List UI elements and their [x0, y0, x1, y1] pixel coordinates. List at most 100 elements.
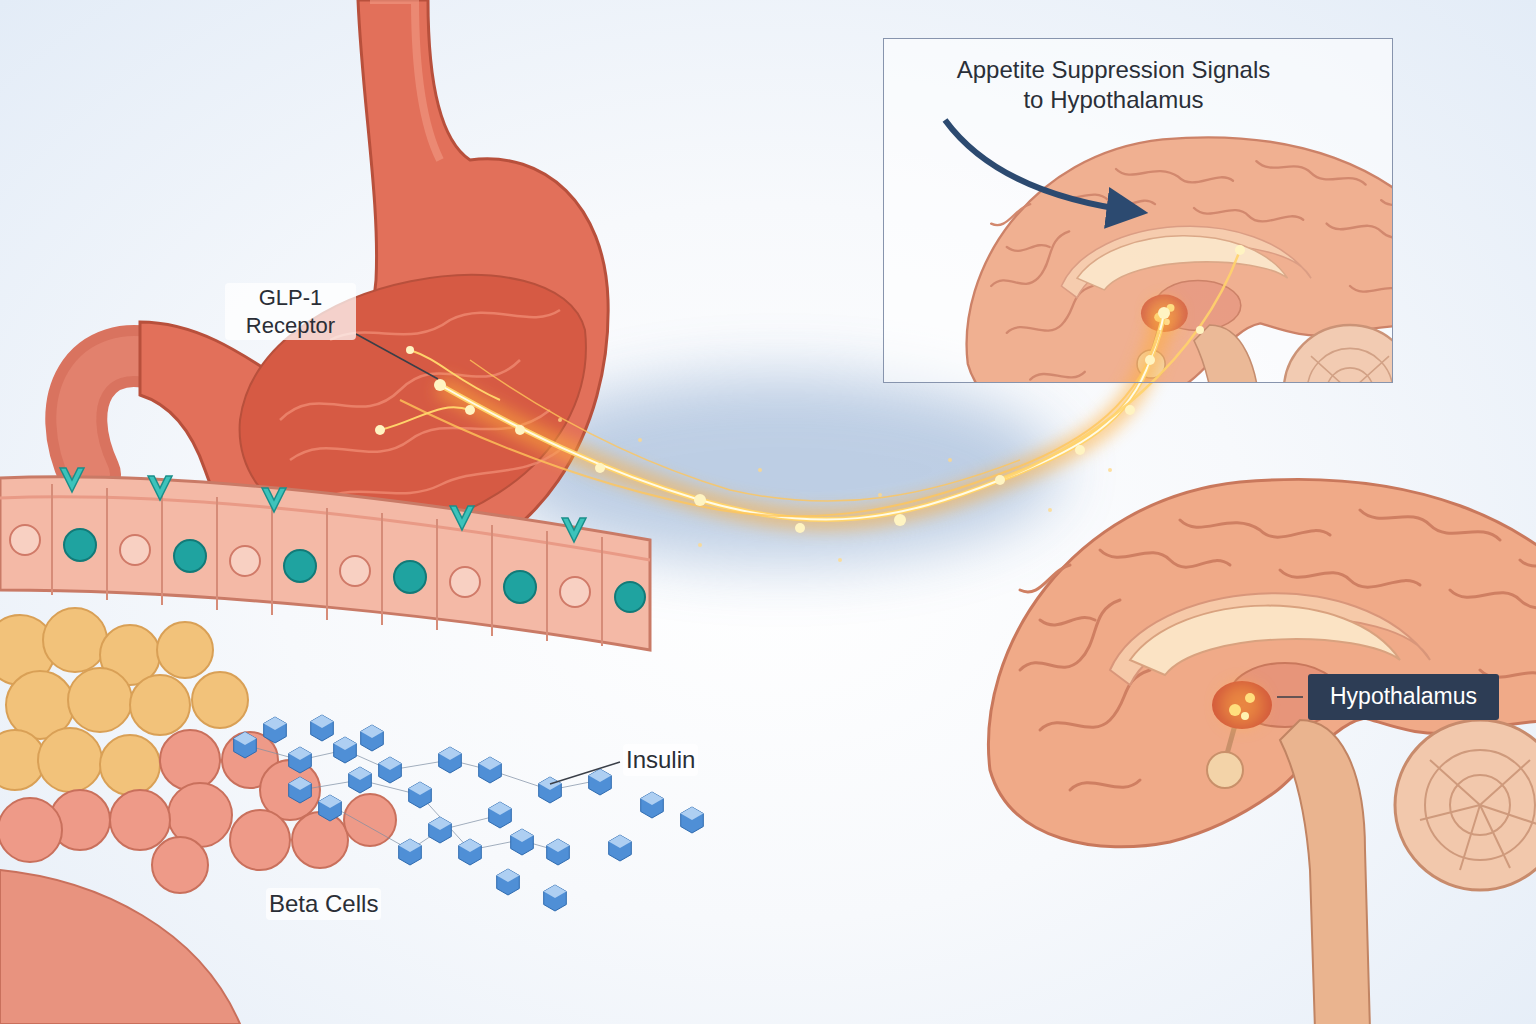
part-label: GLP-1 Receptor	[225, 283, 356, 340]
stomach	[370, 0, 440, 160]
signal-pathway	[375, 425, 385, 435]
signal-pathway	[1108, 468, 1112, 472]
epithelium-band	[615, 582, 645, 612]
insulin-crystals	[334, 737, 357, 763]
panel-heading: Appetite Suppression Signals to Hypothal…	[951, 55, 1276, 115]
signal-pathway	[995, 475, 1005, 485]
signal-pathway	[694, 494, 706, 506]
insulin-crystals	[641, 792, 664, 818]
epithelium-band	[560, 577, 590, 607]
insulin-crystals	[681, 807, 704, 833]
epithelium-band	[60, 468, 84, 492]
epithelium-band	[326, 508, 328, 620]
epithelium-band	[262, 488, 286, 512]
insulin-crystals	[319, 795, 342, 821]
signal-pathway	[400, 330, 1160, 516]
signal-pathway	[440, 313, 1164, 520]
signal-pathway	[894, 514, 906, 526]
epithelium-band	[504, 571, 536, 603]
pancreas	[100, 735, 160, 795]
insulin-crystals	[589, 769, 612, 795]
epithelium-band	[10, 525, 645, 612]
signal-pathway	[1196, 326, 1204, 334]
epithelium-band	[174, 540, 206, 572]
insulin-crystals	[489, 802, 512, 828]
pancreas	[152, 837, 208, 893]
insulin-crystals	[547, 839, 570, 865]
insulin-crystals	[234, 732, 257, 758]
pancreas	[157, 622, 213, 678]
insulin-crystals	[609, 835, 632, 861]
epithelium-band	[562, 518, 586, 542]
insulin-crystals	[409, 782, 432, 808]
signal-pathway	[638, 438, 642, 442]
part-label: Insulin	[623, 744, 698, 776]
leader-lines	[1277, 696, 1303, 698]
signal-pathway	[465, 405, 475, 415]
epithelium-band	[546, 531, 548, 641]
insulin-crystals	[399, 839, 422, 865]
epithelium-band	[161, 492, 163, 605]
insulin-crystals	[234, 715, 704, 911]
signal-pathway	[1125, 405, 1135, 415]
epithelium-band	[64, 529, 96, 561]
signal-pathway	[558, 418, 1112, 562]
signal-pathway	[406, 346, 414, 354]
epithelium-band	[216, 497, 218, 610]
signal-pathway	[515, 425, 525, 435]
epithelium-band	[230, 546, 260, 576]
insulin-crystals	[289, 777, 312, 803]
pancreas	[110, 790, 170, 850]
signal-pathway	[595, 463, 605, 473]
signal-pathway	[948, 458, 952, 462]
epithelium-band	[491, 525, 493, 636]
insulin-crystals	[264, 717, 287, 743]
brain-sagittal	[988, 479, 1536, 1024]
signal-pathway	[698, 543, 702, 547]
stomach	[76, 0, 608, 578]
insulin-crystals	[361, 725, 384, 751]
structure-name: Hypothalamus	[1330, 682, 1477, 712]
epithelium-band	[436, 519, 438, 630]
insulin-crystals	[429, 817, 452, 843]
pointer-arrow	[945, 120, 1140, 212]
epithelium-band	[51, 484, 53, 595]
pancreas	[230, 810, 290, 870]
insulin-crystals	[544, 885, 567, 911]
insulin-crystals	[379, 757, 402, 783]
signal-pathway	[1048, 508, 1052, 512]
signal-pathway	[470, 360, 1020, 501]
epithelium-band	[271, 502, 273, 615]
signal-pathway	[380, 407, 470, 430]
leader-lines	[356, 334, 438, 379]
signal-pathway	[878, 493, 882, 497]
insulin-crystals	[497, 869, 520, 895]
leader-lines	[356, 334, 1303, 784]
pancreas	[130, 675, 190, 735]
insulin-crystals	[245, 745, 600, 850]
structure-tag: Hypothalamus	[1308, 674, 1499, 720]
brain-sagittal	[988, 479, 1536, 1024]
signal-pathway	[434, 379, 446, 391]
pancreas	[68, 668, 132, 732]
epithelium-band	[381, 513, 383, 625]
stomach	[320, 450, 560, 500]
signal-pathway	[440, 313, 1164, 520]
signal-pathway	[758, 468, 762, 472]
leader-lines	[550, 762, 620, 784]
pancreas	[0, 798, 62, 862]
inset-brain	[967, 137, 1392, 382]
epithelium-band	[450, 567, 480, 597]
epithelium-band	[340, 556, 370, 586]
pancreas	[43, 608, 107, 672]
signal-pathway	[1158, 307, 1170, 319]
pancreas	[292, 812, 348, 868]
part-label: Beta Cells	[266, 888, 381, 920]
insulin-crystals	[289, 747, 312, 773]
epithelium-band	[106, 488, 108, 600]
epithelium-band	[148, 476, 172, 500]
epithelium-band	[0, 497, 650, 560]
pancreas	[38, 728, 102, 792]
signal-pathway	[838, 558, 842, 562]
